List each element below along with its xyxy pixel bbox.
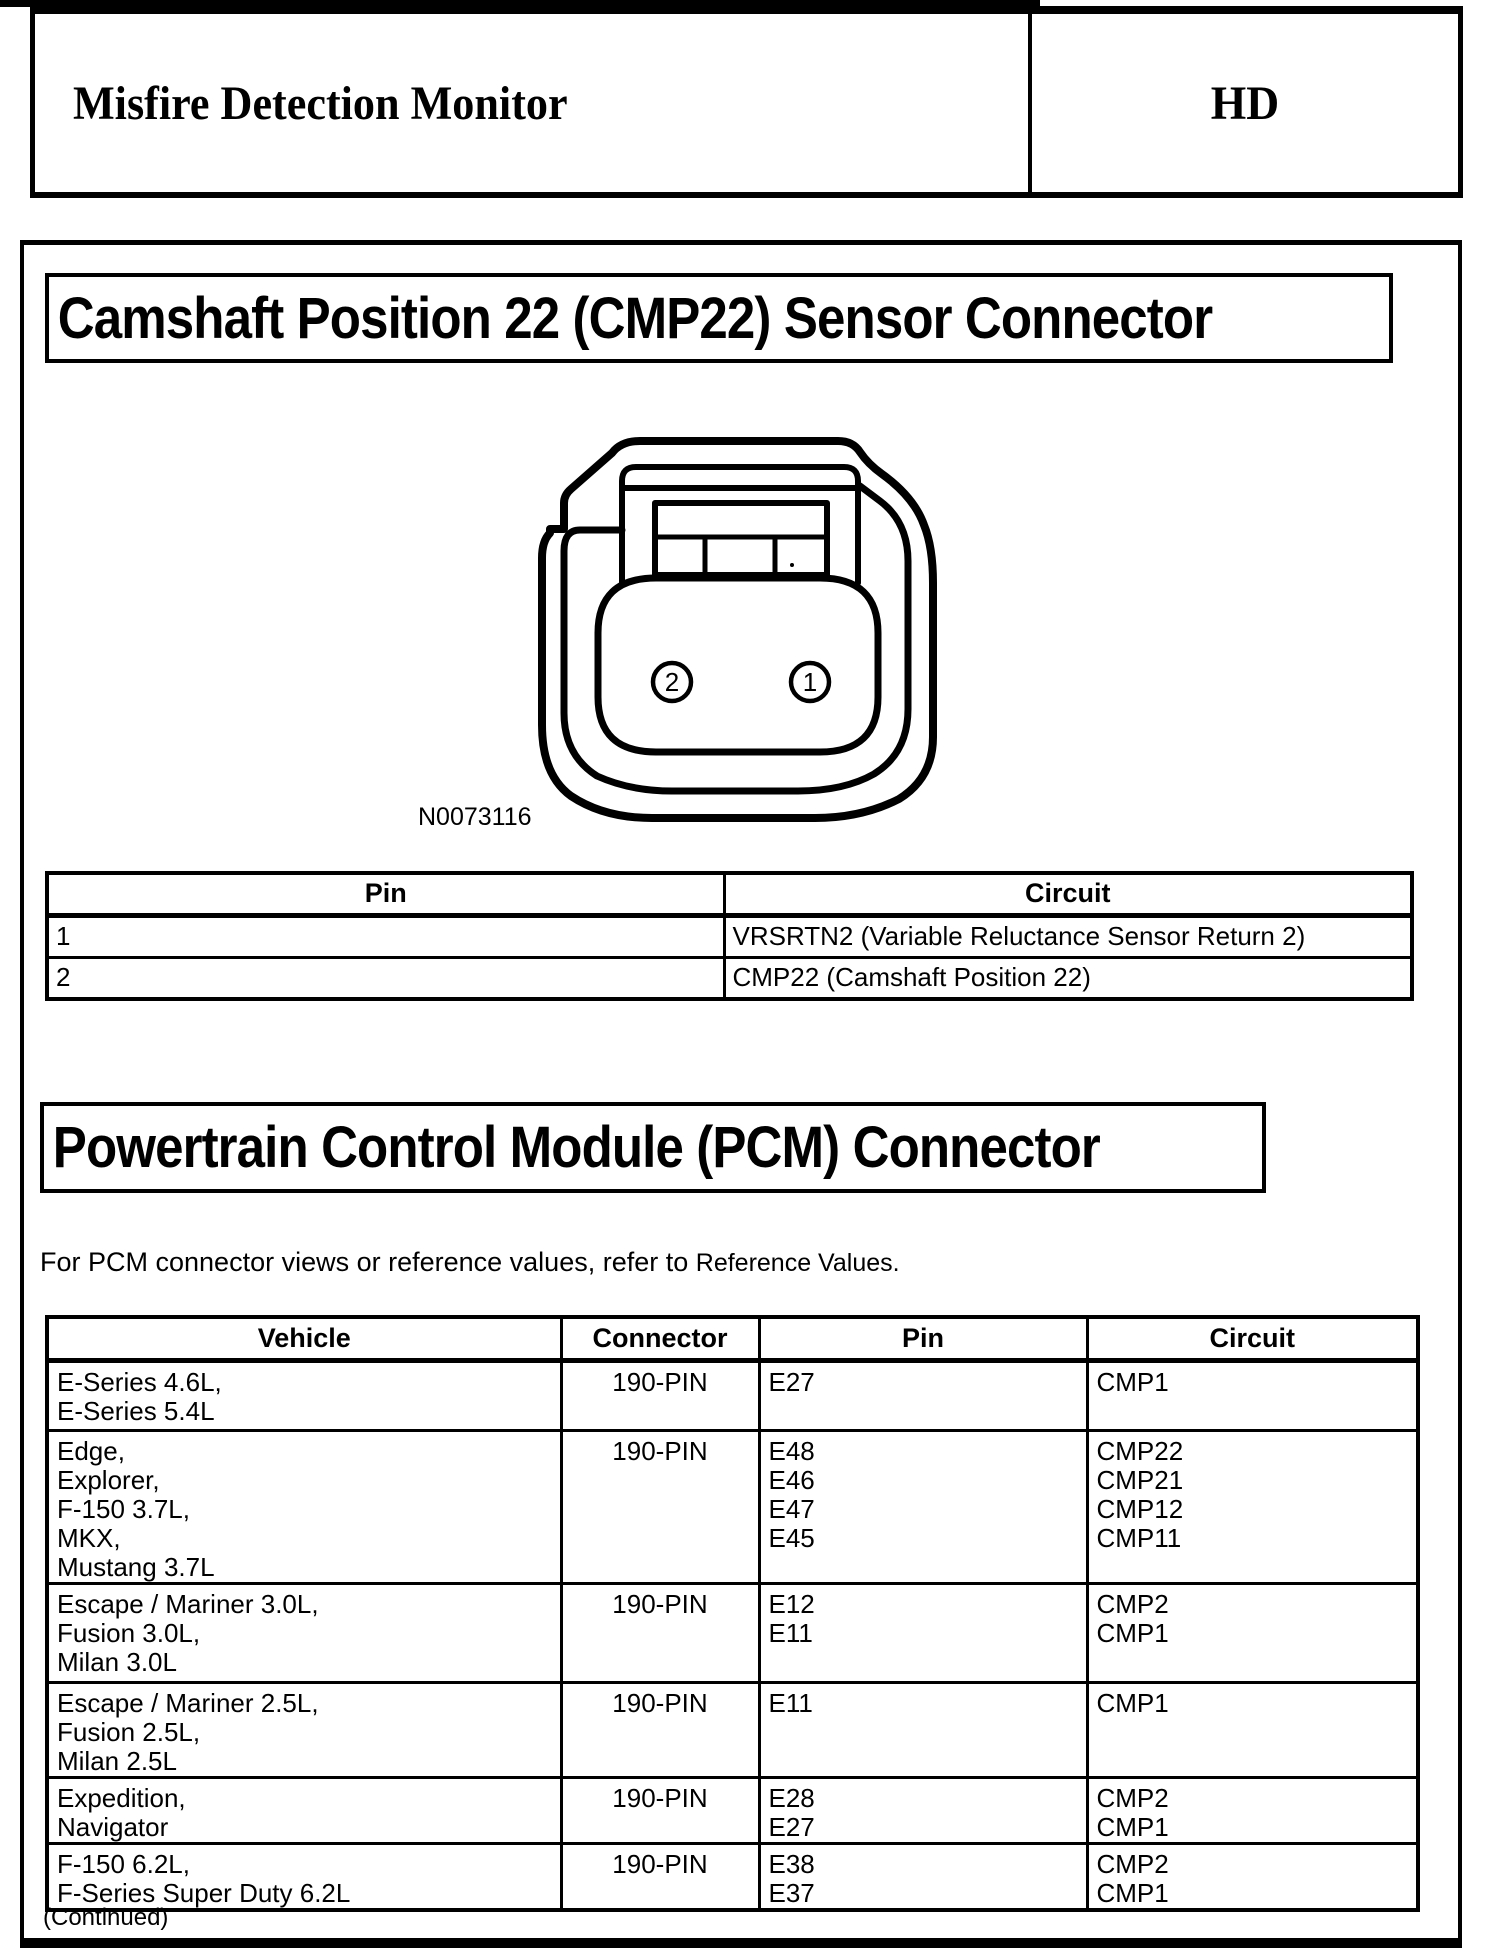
- camshaft-section-title-box: Camshaft Position 22 (CMP22) Sensor Conn…: [45, 273, 1393, 363]
- pin-1-circle: [788, 660, 832, 704]
- vehicle-cell: E-Series 4.6L, E-Series 5.4L: [45, 1358, 563, 1432]
- vehicle-cell: Expedition, Navigator: [45, 1775, 563, 1845]
- pin-cell: E38 E37: [757, 1841, 1089, 1911]
- table-row: Expedition, Navigator 190-PIN E28 E27 CM…: [45, 1775, 1420, 1845]
- circuit-cell: CMP2 CMP1: [1085, 1841, 1420, 1911]
- page-title-cell: Misfire Detection Monitor: [35, 14, 1032, 192]
- pin-circuit-table: Pin Circuit 1 VRSRTN2 (Variable Reluctan…: [45, 871, 1414, 1001]
- circuit-cell: CMP2 CMP1: [1085, 1581, 1420, 1684]
- table-header-row: Vehicle Connector Pin Circuit: [45, 1315, 1420, 1363]
- page-title: Misfire Detection Monitor: [73, 76, 568, 130]
- vehicle-pin-table: Vehicle Connector Pin Circuit E-Series 4…: [45, 1315, 1420, 1912]
- pcm-section-title-box: Powertrain Control Module (PCM) Connecto…: [40, 1102, 1266, 1193]
- connector-outer-shell: [538, 437, 937, 822]
- vehicle-cell: Edge, Explorer, F-150 3.7L, MKX, Mustang…: [45, 1428, 563, 1585]
- pin-cell: E12 E11: [757, 1581, 1089, 1684]
- pcm-section-title: Powertrain Control Module (PCM) Connecto…: [52, 1115, 1101, 1180]
- connector-cell: 190-PIN: [559, 1358, 761, 1432]
- vehicle-cell: Escape / Mariner 2.5L, Fusion 2.5L, Mila…: [45, 1680, 563, 1779]
- connector-column-header: Connector: [559, 1315, 761, 1363]
- pin-column-header: Pin: [45, 871, 726, 918]
- circuit-cell: CMP2 CMP1: [1085, 1775, 1420, 1845]
- scan-speck: [790, 563, 794, 567]
- table-row: F-150 6.2L, F-Series Super Duty 6.2L 190…: [45, 1841, 1420, 1911]
- circuit-cell: CMP22 (Camshaft Position 22): [722, 955, 1414, 1001]
- pin-cavity-body: [594, 574, 882, 756]
- connector-middle-shell: [560, 482, 912, 795]
- latch-window-dividers: [652, 534, 830, 578]
- circuit-cell: CMP1: [1085, 1358, 1420, 1432]
- pin-cell: E28 E27: [757, 1775, 1089, 1845]
- table-header-row: Pin Circuit: [45, 871, 1414, 918]
- vehicle-cell: Escape / Mariner 3.0L, Fusion 3.0L, Mila…: [45, 1581, 563, 1684]
- latch-tab-outline: [619, 464, 861, 586]
- continued-note: (Continued): [43, 1904, 169, 1931]
- pin-column-header: Pin: [757, 1315, 1089, 1363]
- table-row: E-Series 4.6L, E-Series 5.4L 190-PIN E27…: [45, 1358, 1420, 1432]
- vehicle-column-header: Vehicle: [45, 1315, 563, 1363]
- pin-1-number: 1: [803, 667, 817, 697]
- section-code-cell: HD: [1032, 14, 1458, 192]
- table-row: Escape / Mariner 2.5L, Fusion 2.5L, Mila…: [45, 1680, 1420, 1779]
- vehicle-cell: F-150 6.2L, F-Series Super Duty 6.2L: [45, 1841, 563, 1911]
- cmp22-connector-diagram: 2 1: [538, 437, 937, 822]
- camshaft-section-title: Camshaft Position 22 (CMP22) Sensor Conn…: [57, 285, 1213, 351]
- table-row: Escape / Mariner 3.0L, Fusion 3.0L, Mila…: [45, 1581, 1420, 1684]
- page-header-bar: Misfire Detection Monitor HD: [30, 6, 1463, 198]
- connector-cell: 190-PIN: [559, 1428, 761, 1585]
- pin-cell: E27: [757, 1358, 1089, 1432]
- pin-cell: 2: [45, 955, 726, 1001]
- circuit-cell: CMP22 CMP21 CMP12 CMP11: [1085, 1428, 1420, 1585]
- section-code: HD: [1210, 76, 1280, 130]
- figure-label: N0073116: [418, 803, 532, 831]
- pin-2-number: 2: [665, 667, 679, 697]
- connector-cell: 190-PIN: [559, 1841, 761, 1911]
- pin-cell: 1: [45, 913, 726, 959]
- connector-cell: 190-PIN: [559, 1581, 761, 1684]
- table-row: 1 VRSRTN2 (Variable Reluctance Sensor Re…: [45, 913, 1414, 959]
- table-row: 2 CMP22 (Camshaft Position 22): [45, 955, 1414, 1001]
- circuit-column-header: Circuit: [722, 871, 1414, 918]
- pin-cell: E48 E46 E47 E45: [757, 1428, 1089, 1585]
- connector-cell: 190-PIN: [559, 1775, 761, 1845]
- pin-2-circle: [650, 660, 694, 704]
- connector-cell: 190-PIN: [559, 1680, 761, 1779]
- circuit-column-header: Circuit: [1085, 1315, 1420, 1363]
- circuit-cell: CMP1: [1085, 1680, 1420, 1779]
- reference-values-link[interactable]: Reference Values.: [695, 1249, 900, 1277]
- circuit-cell: VRSRTN2 (Variable Reluctance Sensor Retu…: [722, 913, 1414, 959]
- pcm-intro-prefix: For PCM connector views or reference val…: [40, 1247, 696, 1277]
- pin-cell: E11: [757, 1680, 1089, 1779]
- pcm-intro-text: For PCM connector views or reference val…: [40, 1247, 900, 1278]
- table-row: Edge, Explorer, F-150 3.7L, MKX, Mustang…: [45, 1428, 1420, 1585]
- scan-artifact-line: [0, 0, 1040, 7]
